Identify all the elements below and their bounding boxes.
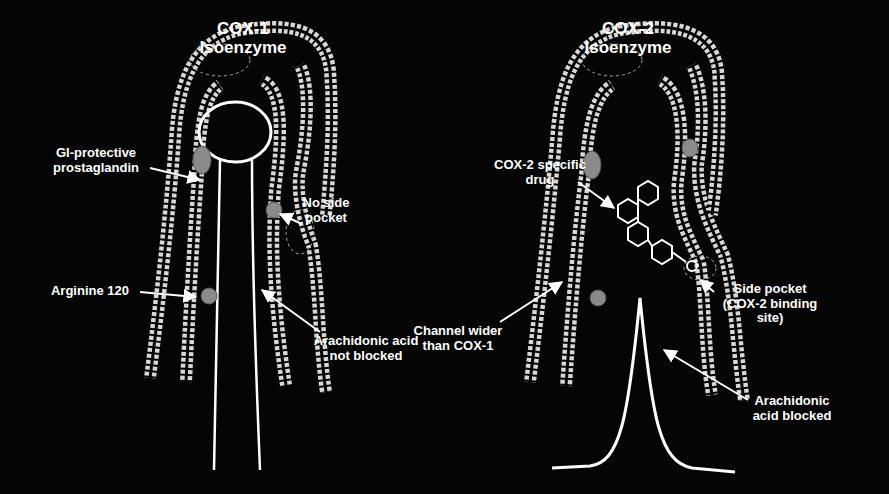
callout-label: Arginine 120 xyxy=(42,284,138,299)
enzyme-wall xyxy=(530,27,744,400)
callout-label: COX-2 specific drug xyxy=(494,158,586,187)
enzyme-wall-stripes xyxy=(530,27,744,400)
isoenzyme-title: COX-2 Isoenzyme xyxy=(568,20,688,57)
isoenzyme-title: COX-1 Isoenzyme xyxy=(183,20,303,57)
drug-molecule xyxy=(618,181,697,271)
callout-label: GI-protective prostaglandin xyxy=(40,146,152,175)
arachidonic-acid-channel xyxy=(214,160,260,470)
residue-dot xyxy=(266,202,282,218)
arginine-dot xyxy=(201,288,217,304)
callout-label: Arachidonic acid blocked xyxy=(750,394,834,423)
callout-label: Side pocket (COX-2 binding site) xyxy=(715,282,825,326)
callout-label: No side pocket xyxy=(301,196,351,225)
arachidonic-acid xyxy=(552,298,735,472)
leader-arrows xyxy=(140,168,748,400)
arginine-dot xyxy=(590,290,606,306)
side-pocket-outline xyxy=(684,256,716,280)
residue-dot xyxy=(682,139,698,157)
enzyme-wall-core xyxy=(530,27,744,400)
callout-label: Channel wider than COX-1 xyxy=(402,324,514,353)
callout-label: Arachidonic acid not blocked xyxy=(304,334,428,363)
residue-dot xyxy=(193,146,211,174)
